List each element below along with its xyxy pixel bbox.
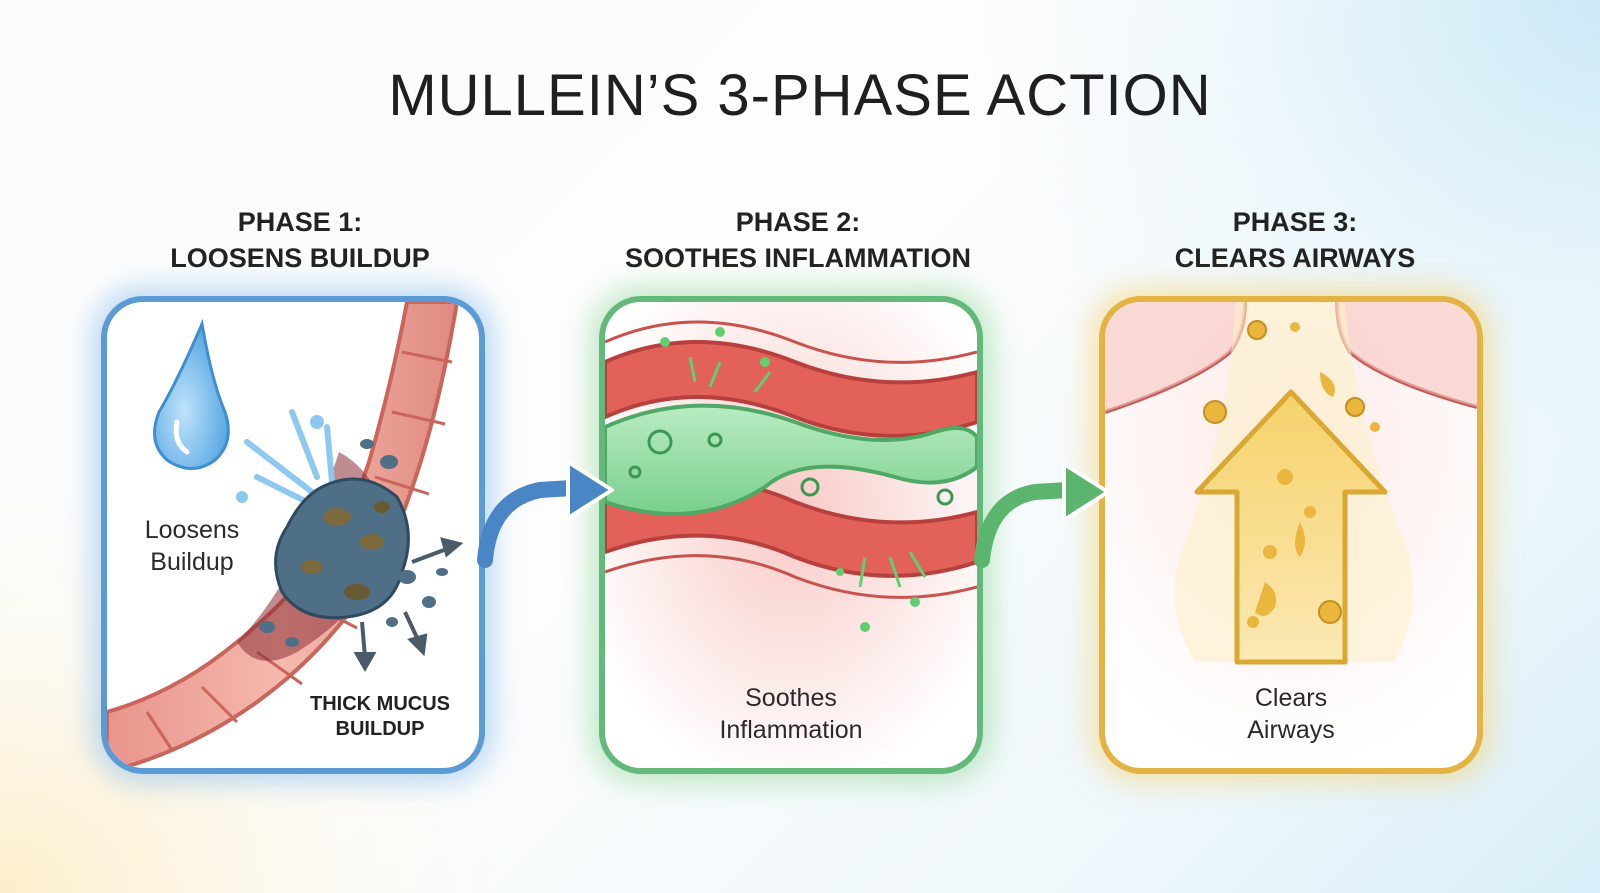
phase-3-label-line2: Airways (1247, 716, 1335, 744)
phase-1-label-line1: Loosens (144, 516, 240, 544)
phase-1-sublabel-line2: BUILDUP (335, 718, 425, 740)
phase-1-sublabel-line1: THICK MUCUS (310, 693, 450, 715)
phase-1-sublabel: THICK MUCUS BUILDUP (285, 692, 475, 742)
phase-2-card: Soothes Inflammation (599, 296, 983, 774)
phase-3-illustration (1105, 302, 1477, 768)
phase-3-card: Clears Airways (1099, 296, 1483, 774)
phase-2-title: SOOTHES INFLAMMATION (625, 243, 971, 273)
phase-3-label-line1: Clears (1254, 684, 1328, 712)
phase-1-title: LOOSENS BUILDUP (170, 243, 430, 273)
up-arrow-icon (1194, 389, 1388, 665)
phase-2-illustration (605, 302, 977, 768)
phase-1-illustration (107, 302, 464, 768)
phase-2-label: Soothes Inflammation (665, 682, 917, 746)
phase-2-heading: PHASE 2: SOOTHES INFLAMMATION (578, 204, 1018, 276)
phase-3-number: PHASE 3: (1232, 207, 1358, 237)
phase-1-heading: PHASE 1: LOOSENS BUILDUP (90, 204, 510, 276)
mucus-clump-icon (274, 477, 410, 620)
phase-1-number: PHASE 1: (237, 207, 363, 237)
phase-2-label-line1: Soothes (745, 684, 837, 712)
water-drop-icon (153, 318, 230, 470)
phase-3-title: CLEARS AIRWAYS (1174, 243, 1416, 273)
phase-3-heading: PHASE 3: CLEARS AIRWAYS (1085, 204, 1505, 276)
phase-2-label-line2: Inflammation (719, 716, 863, 744)
soothing-gel-icon (605, 403, 977, 516)
phase-2-number: PHASE 2: (735, 207, 861, 237)
diagram-title: MULLEIN’S 3-PHASE ACTION (388, 63, 1212, 128)
phase-3-label: Clears Airways (1185, 682, 1397, 746)
phase-1-card: Loosens Buildup THICK MUCUS BUILDUP (101, 296, 485, 774)
phase-1-label-line2: Buildup (150, 548, 234, 576)
phase-1-label: Loosens Buildup (127, 514, 257, 578)
